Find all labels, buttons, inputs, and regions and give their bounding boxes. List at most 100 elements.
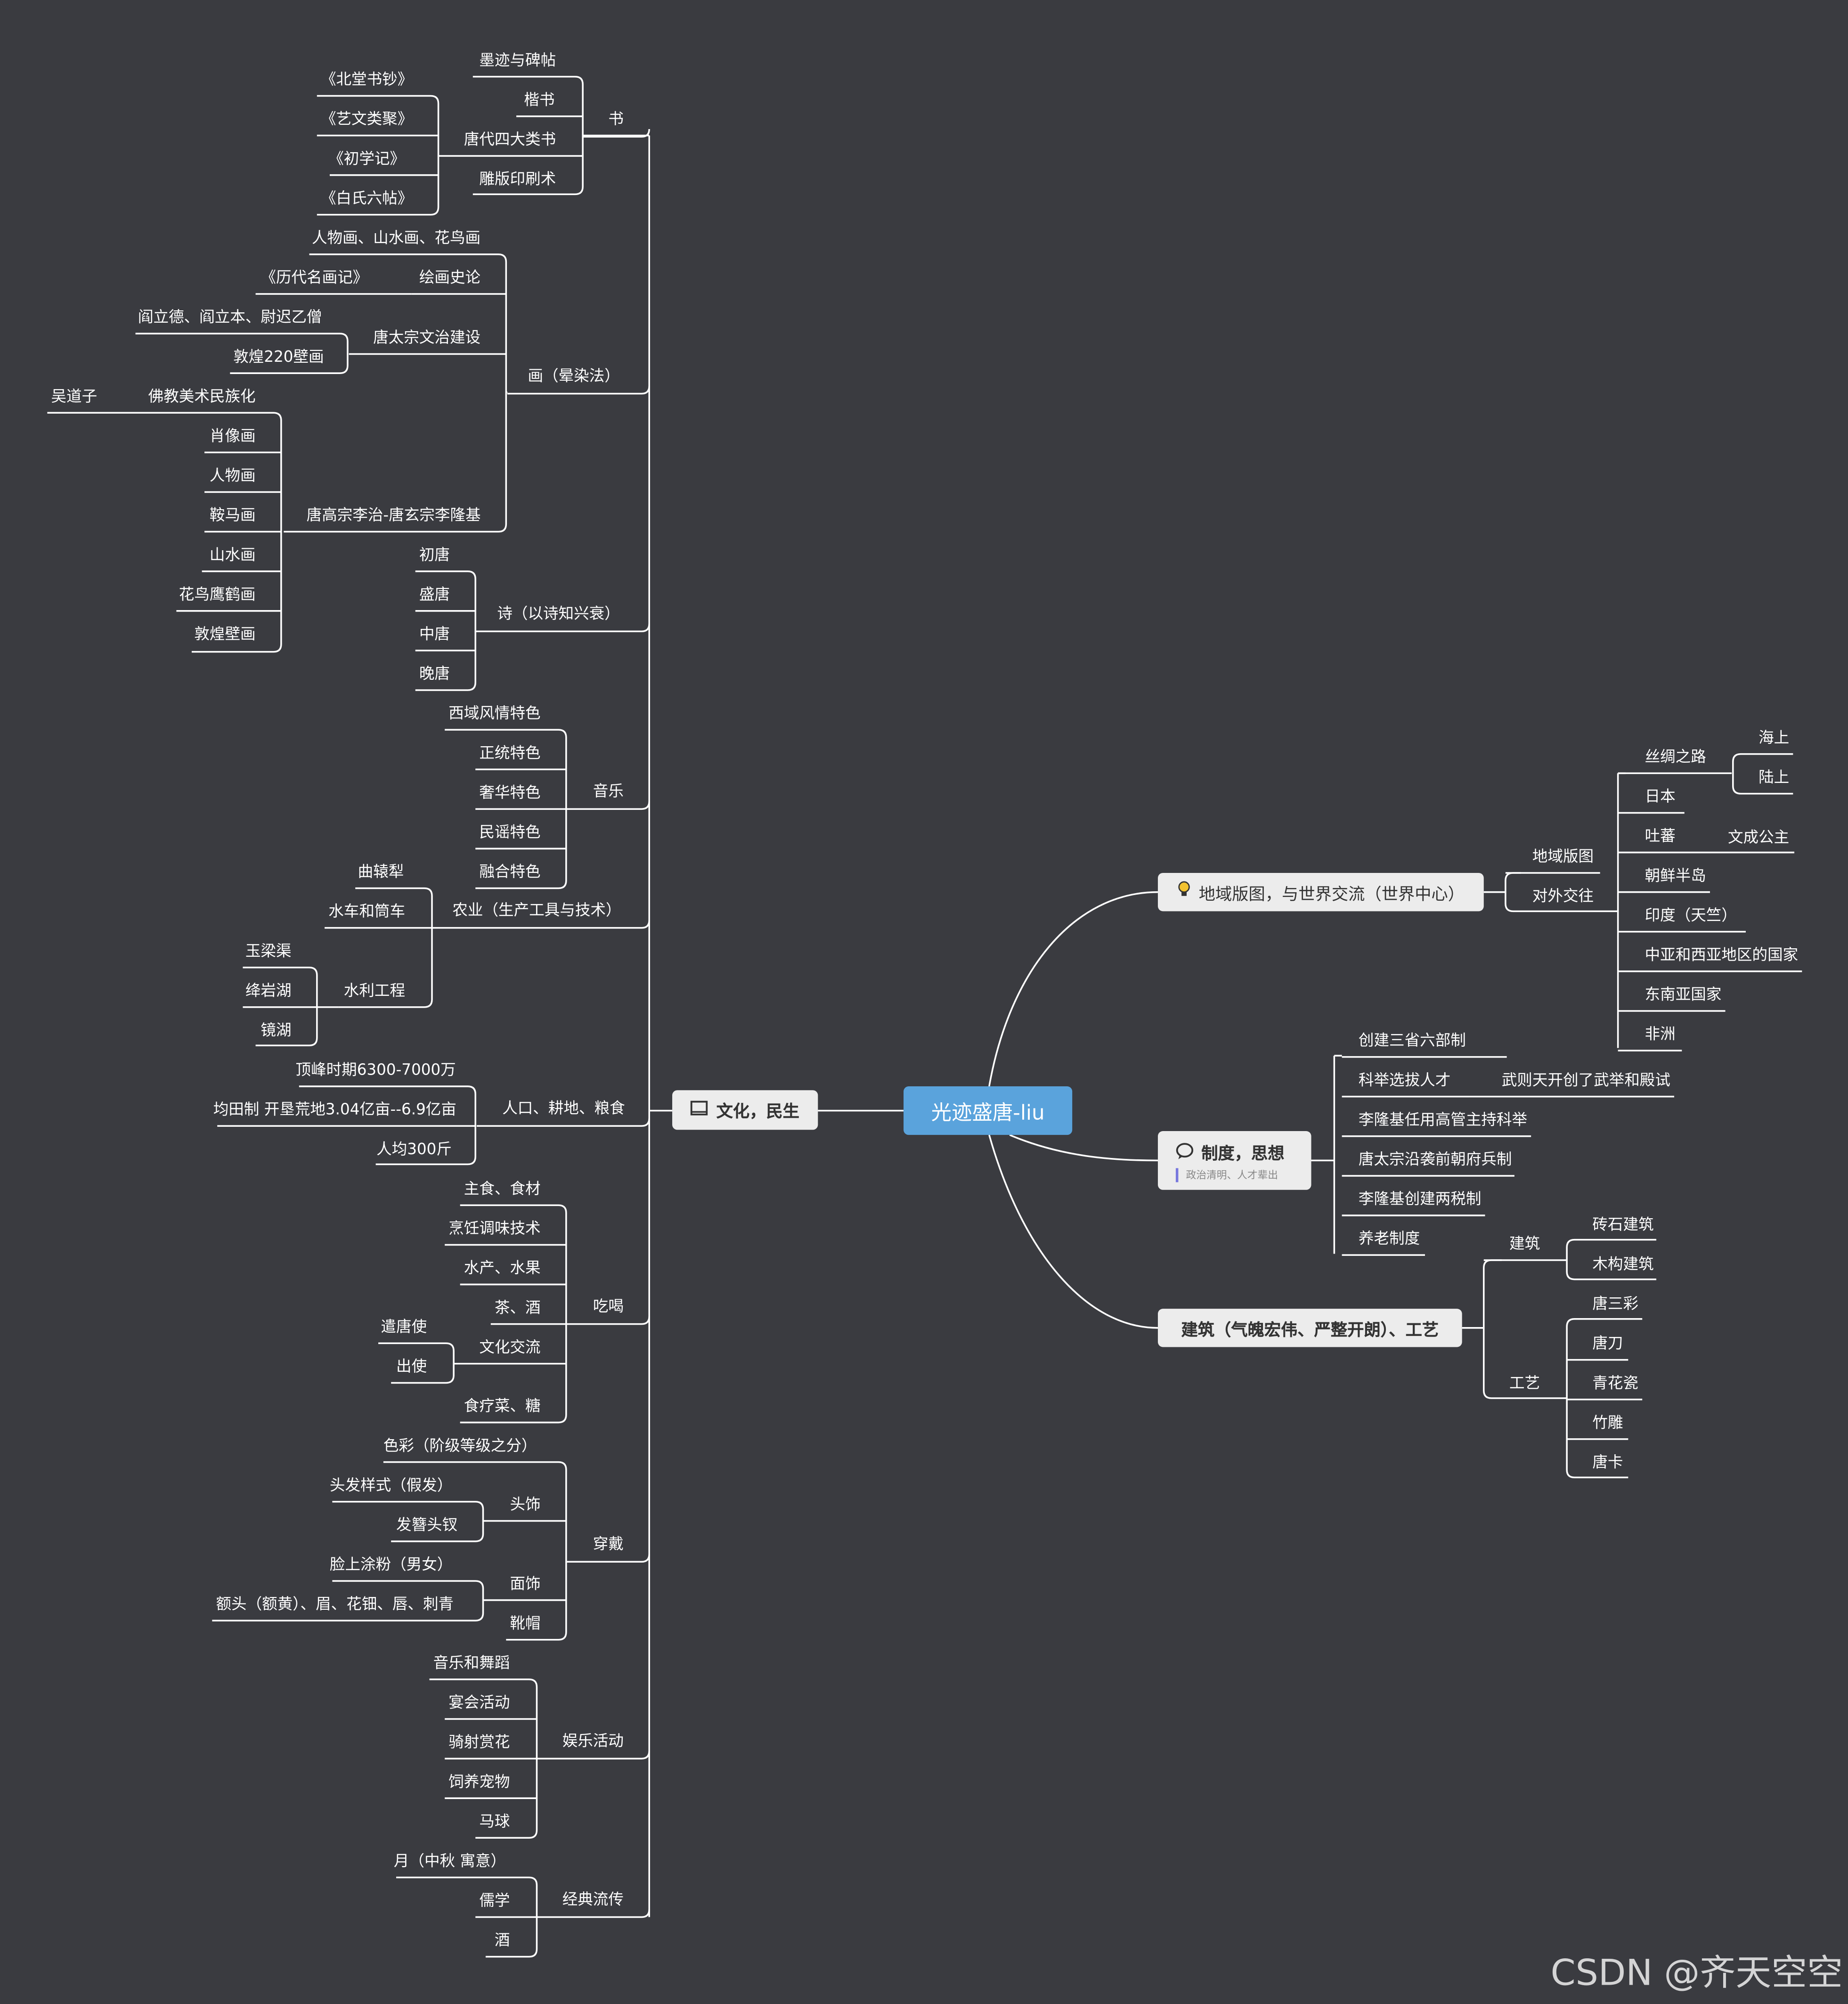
child-label[interactable]: 武则天开创了武举和殿试 <box>1501 1071 1670 1089</box>
child-label[interactable]: 饲养宠物 <box>448 1772 510 1791</box>
child-label[interactable]: 面饰 <box>510 1574 541 1593</box>
child-label[interactable]: 墨迹与碑帖 <box>479 51 556 69</box>
child-label[interactable]: 遣唐使 <box>381 1318 427 1336</box>
child-label[interactable]: 水车和筒车 <box>328 902 406 921</box>
child-label[interactable]: 唐高宗李治-唐玄宗李隆基 <box>306 506 481 524</box>
child-label[interactable]: 月（中秋 寓意） <box>393 1852 506 1870</box>
child-label[interactable]: 酒 <box>494 1931 510 1949</box>
branch-label[interactable]: 诗（以诗知兴衰） <box>497 604 620 623</box>
child-label[interactable]: 山水画 <box>209 546 256 564</box>
child-label[interactable]: 骑射赏花 <box>448 1733 510 1751</box>
branch-label[interactable]: 吃喝 <box>593 1297 624 1315</box>
child-label[interactable]: 敦煌220壁画 <box>233 347 324 366</box>
root-node[interactable]: 光迹盛唐-liu <box>904 1086 1073 1135</box>
book-title[interactable]: 《初学记》 <box>328 149 406 168</box>
child-label[interactable]: 人物画、山水画、花鸟画 <box>311 228 481 247</box>
book-title[interactable]: 《历代名画记》 <box>261 268 368 286</box>
child-label[interactable]: 佛教美术民族化 <box>148 387 256 406</box>
child-label[interactable]: 玉梁渠 <box>245 942 292 960</box>
child-label[interactable]: 脸上涂粉（男女） <box>329 1555 453 1573</box>
child-label[interactable]: 地域版图 <box>1532 847 1594 865</box>
person-label[interactable]: 吴道子 <box>51 387 98 406</box>
child-label[interactable]: 对外交往 <box>1532 887 1594 905</box>
child-label[interactable]: 音乐和舞蹈 <box>433 1654 510 1672</box>
child-label[interactable]: 正统特色 <box>479 743 541 762</box>
child-label[interactable]: 发簪头钗 <box>396 1515 458 1534</box>
child-label[interactable]: 花鸟鹰鹤画 <box>179 585 256 603</box>
child-label[interactable]: 烹饪调味技术 <box>448 1219 541 1238</box>
country-label[interactable]: 东南亚国家 <box>1644 985 1722 1003</box>
child-label[interactable]: 马球 <box>479 1812 510 1831</box>
country-label[interactable]: 中亚和西亚地区的国家 <box>1644 945 1799 964</box>
child-label[interactable]: 靴帽 <box>510 1614 541 1632</box>
child-label[interactable]: 茶、酒 <box>494 1298 541 1317</box>
child-label[interactable]: 水利工程 <box>343 981 406 1000</box>
craft-label[interactable]: 青花瓷 <box>1592 1374 1639 1392</box>
geo-topic[interactable]: 地域版图，与世界交流（世界中心） <box>1157 872 1484 912</box>
craft-label[interactable]: 唐刀 <box>1592 1334 1623 1352</box>
branch-label[interactable]: 书 <box>608 110 624 128</box>
book-title[interactable]: 《北堂书钞》 <box>320 70 413 89</box>
branch-label[interactable]: 画（晕染法） <box>528 367 620 385</box>
country-label[interactable]: 丝绸之路 <box>1644 748 1706 766</box>
jianzhu-topic[interactable]: 建筑（气魄宏伟、严整开朗）、工艺 <box>1157 1309 1462 1347</box>
branch-label[interactable]: 穿戴 <box>593 1535 624 1553</box>
child-label[interactable]: 楷书 <box>524 90 555 109</box>
craft-label[interactable]: 竹雕 <box>1592 1413 1623 1432</box>
zhidu-topic[interactable]: 制度，思想 政治清明、人才辈出 <box>1157 1131 1311 1190</box>
child-label[interactable]: 盛唐 <box>419 585 450 603</box>
culture-topic[interactable]: 文化，民生 <box>672 1090 818 1130</box>
child-label[interactable]: 雕版印刷术 <box>479 170 556 188</box>
child-label[interactable]: 唐太宗文治建设 <box>373 328 481 347</box>
country-label[interactable]: 印度（天竺） <box>1644 906 1737 924</box>
branch-label[interactable]: 经典流传 <box>562 1890 624 1908</box>
craft-label[interactable]: 木构建筑 <box>1592 1255 1654 1273</box>
branch-label[interactable]: 音乐 <box>593 782 624 800</box>
child-label[interactable]: 文化交流 <box>479 1338 541 1356</box>
child-label[interactable]: 水产、水果 <box>464 1259 541 1277</box>
child-label[interactable]: 镜湖 <box>261 1021 292 1039</box>
country-label[interactable]: 非洲 <box>1644 1025 1676 1043</box>
child-label[interactable]: 色彩（阶级等级之分） <box>383 1436 537 1455</box>
branch-label[interactable]: 农业（生产工具与技术） <box>452 901 621 919</box>
child-label[interactable]: 头发样式（假发） <box>329 1476 453 1494</box>
craft-label[interactable]: 唐卡 <box>1592 1453 1623 1471</box>
child-label[interactable]: 文成公主 <box>1727 828 1790 847</box>
system-label[interactable]: 科举选拔人才 <box>1358 1071 1451 1089</box>
child-label[interactable]: 民谣特色 <box>479 823 541 841</box>
child-label[interactable]: 肖像画 <box>209 427 256 445</box>
child-label[interactable]: 工艺 <box>1509 1374 1540 1392</box>
child-label[interactable]: 出使 <box>396 1357 427 1376</box>
child-label[interactable]: 唐代四大类书 <box>464 130 556 148</box>
child-label[interactable]: 主食、食材 <box>464 1180 541 1198</box>
child-label[interactable]: 顶峰时期6300-7000万 <box>295 1060 456 1079</box>
branch-label[interactable]: 人口、耕地、粮食 <box>502 1099 625 1117</box>
child-label[interactable]: 初唐 <box>419 546 450 564</box>
child-label[interactable]: 均田制 开垦荒地3.04亿亩--6.9亿亩 <box>213 1100 456 1118</box>
child-label[interactable]: 建筑 <box>1509 1234 1540 1253</box>
child-label[interactable]: 额头（额黄）、眉、花钿、唇、刺青 <box>216 1595 454 1613</box>
child-label[interactable]: 阎立德、阎立本、尉迟乙僧 <box>138 308 322 326</box>
child-label[interactable]: 鞍马画 <box>209 506 256 524</box>
child-label[interactable]: 宴会活动 <box>448 1693 510 1711</box>
book-title[interactable]: 《艺文类聚》 <box>320 110 413 128</box>
child-label[interactable]: 儒学 <box>479 1891 510 1910</box>
child-label[interactable]: 中唐 <box>419 625 450 643</box>
craft-label[interactable]: 唐三彩 <box>1592 1295 1639 1313</box>
craft-label[interactable]: 砖石建筑 <box>1592 1215 1654 1234</box>
system-label[interactable]: 养老制度 <box>1358 1229 1420 1247</box>
child-label[interactable]: 西域风情特色 <box>448 704 541 722</box>
child-label[interactable]: 敦煌壁画 <box>194 625 256 643</box>
child-label[interactable]: 海上 <box>1758 728 1790 747</box>
child-label[interactable]: 人均300斤 <box>376 1140 452 1158</box>
system-label[interactable]: 唐太宗沿袭前朝府兵制 <box>1358 1150 1512 1168</box>
child-label[interactable]: 绘画史论 <box>419 268 481 286</box>
branch-label[interactable]: 娱乐活动 <box>562 1732 624 1750</box>
system-label[interactable]: 创建三省六部制 <box>1358 1031 1466 1050</box>
child-label[interactable]: 晚唐 <box>419 664 450 683</box>
child-label[interactable]: 陆上 <box>1758 768 1790 786</box>
child-label[interactable]: 融合特色 <box>479 863 541 881</box>
system-label[interactable]: 李隆基创建两税制 <box>1358 1189 1482 1208</box>
child-label[interactable]: 奢华特色 <box>479 783 541 802</box>
child-label[interactable]: 头饰 <box>510 1495 541 1514</box>
